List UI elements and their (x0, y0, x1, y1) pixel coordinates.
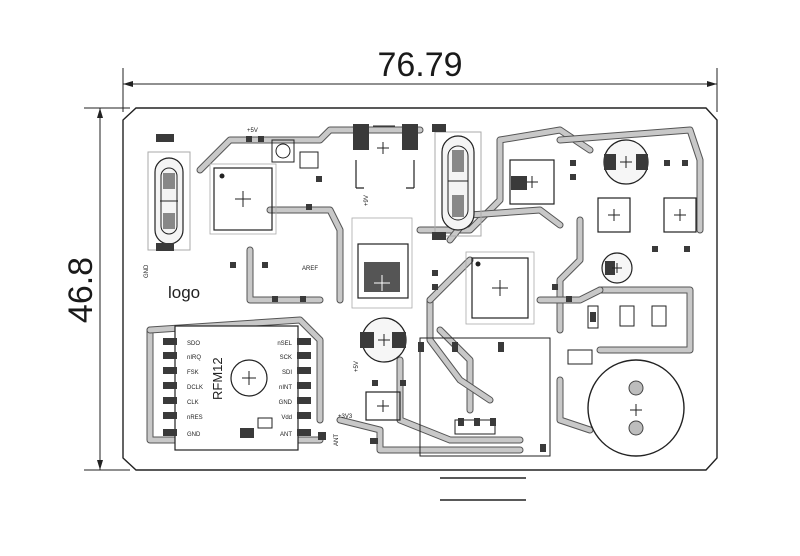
ant-label: ANT (334, 434, 340, 446)
pin-label: nIRQ (187, 355, 201, 361)
buzzer (587, 359, 685, 457)
ic-bottom-center (365, 391, 401, 421)
ic-right-top (509, 159, 555, 205)
mcu-left (209, 163, 277, 235)
plus5v-label: +5V (247, 128, 258, 134)
rfm12-pads-left (163, 338, 177, 436)
ic-soic-1 (597, 197, 631, 233)
rfm12-pads-right (297, 338, 311, 436)
bottom-connector (419, 337, 551, 501)
pin-label: nINT (279, 385, 292, 391)
voltage-regulator (351, 217, 413, 309)
crystal-left (147, 134, 191, 251)
small-parts-top-left (271, 139, 319, 169)
ic-soic-2 (663, 197, 697, 233)
sot-parts (567, 305, 667, 365)
pin-label: SDI (282, 370, 292, 376)
capacitor-mid (360, 317, 407, 363)
pin-label: SCK (280, 355, 292, 361)
rfm12-pin-labels-left: SDO nIRQ FSK DCLK CLK nRES GND (187, 341, 203, 438)
rfm12-pin-labels-right: nSEL SCK SDI nINT GND Vdd ANT (277, 341, 292, 438)
capacitor-small-right (601, 252, 633, 284)
smd-pads (230, 136, 690, 452)
capacitor-top-right (603, 139, 649, 185)
pin-label: ANT (280, 432, 292, 438)
pin-label: SDO (187, 341, 200, 347)
pin-label: nRES (187, 415, 203, 421)
gnd-label: GND (144, 264, 150, 278)
plus9v-label: +9V (364, 195, 370, 206)
top-connector (353, 124, 418, 189)
pin-label: nSEL (277, 341, 292, 347)
aref-label: AREF (302, 266, 318, 272)
plus3v3-label: +3V3 (338, 414, 353, 420)
module-name: RFM12 (210, 357, 225, 400)
pin-label: GND (279, 400, 293, 406)
rfm12-module: RFM12 (174, 325, 299, 451)
pin-label: Vdd (281, 415, 292, 421)
height-label: 46.8 (62, 257, 100, 323)
height-dimension: 46.8 (62, 107, 130, 471)
width-label: 76.79 (377, 46, 462, 84)
pin-label: FSK (187, 370, 199, 376)
pin-label: DCLK (187, 385, 203, 391)
pin-label: CLK (187, 400, 199, 406)
plus5v-label-b: +5V (354, 361, 360, 372)
crystal-middle (432, 124, 482, 240)
mcu-middle (465, 251, 535, 325)
pin-label: GND (187, 432, 201, 438)
logo-text: logo (168, 283, 200, 302)
width-dimension: 76.79 (122, 46, 718, 112)
